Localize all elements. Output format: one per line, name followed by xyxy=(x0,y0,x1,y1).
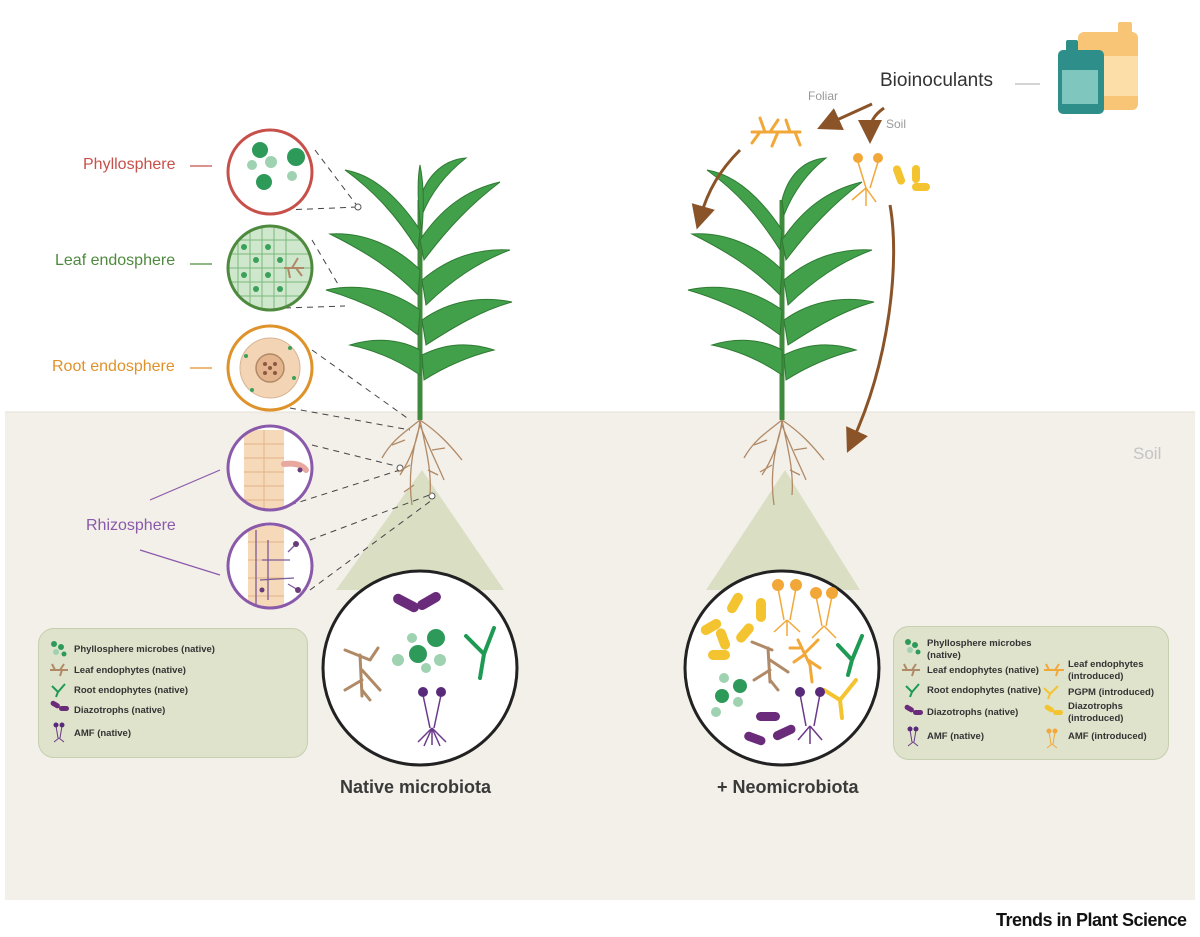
legend-neo-diazotrophs-introduced: Diazotrophs xyxy=(1068,701,1123,712)
native-microbiota-zoom xyxy=(321,569,519,767)
soil-route-label: Soil xyxy=(886,117,907,131)
legend-neo-amf-introduced: AMF (introduced) xyxy=(1068,731,1147,742)
rhizosphere-label: Rhizosphere xyxy=(86,517,176,534)
native-microbiota-title: Native microbiota xyxy=(340,777,492,797)
root-endosphere-label: Root endosphere xyxy=(52,358,175,375)
legend-native-root-endophytes: Root endophytes (native) xyxy=(74,685,189,696)
rhizosphere-circle-2 xyxy=(226,522,314,610)
soil-inoculant xyxy=(851,153,930,206)
bioinoculant-jugs xyxy=(1058,22,1138,114)
zoom-cone-native xyxy=(336,470,504,590)
legend-neo-leaf-endophytes-introduced: Leaf endophytes xyxy=(1068,659,1144,670)
phyllosphere-label: Phyllosphere xyxy=(83,156,176,173)
native-plant xyxy=(325,157,513,506)
leaf-endosphere-label: Leaf endosphere xyxy=(55,252,176,269)
journal-name: Trends in Plant Science xyxy=(996,910,1187,930)
legend-neo-amf: AMF (native) xyxy=(927,731,984,742)
root-endosphere-circle xyxy=(226,324,314,412)
legend-neo-diazotrophs-introduced-sub: (introduced) xyxy=(1068,713,1124,724)
foliar-inoculant xyxy=(750,116,802,148)
legend-neo-diazotrophs: Diazotrophs (native) xyxy=(927,707,1019,718)
neomicrobiota-title: + Neomicrobiota xyxy=(717,777,859,797)
legend-native-amf: AMF (native) xyxy=(74,728,131,739)
neo-plant xyxy=(687,157,875,506)
foliar-label: Foliar xyxy=(808,89,839,103)
legend-neo-phyllosphere-native: (native) xyxy=(927,650,961,661)
dashed-connectors xyxy=(284,149,433,591)
legend-neo-leaf-endophytes-introduced-sub: (introduced) xyxy=(1068,671,1124,682)
neomicrobiota-zoom xyxy=(683,569,881,767)
bioinoculants-label: Bioinoculants xyxy=(880,70,994,91)
legend-native-diazotrophs: Diazotrophs (native) xyxy=(74,705,166,716)
soil-label: Soil xyxy=(1133,444,1162,463)
legend-neo-root-endophytes: Root endophytes (native) xyxy=(927,685,1042,696)
legend-native-phyllosphere: Phyllosphere microbes (native) xyxy=(74,644,215,655)
legend-neo-icons xyxy=(902,639,1064,749)
leaf-endosphere-circle xyxy=(226,224,314,312)
legend-neo-phyllosphere: Phyllosphere microbes xyxy=(927,638,1032,649)
phyllosphere-circle xyxy=(226,128,314,216)
rhizosphere-circle-1 xyxy=(226,424,314,512)
legend-native-leaf-endophytes: Leaf endophytes (native) xyxy=(74,665,186,676)
legend-native-icons xyxy=(50,641,69,743)
legend-neo-pgpm: PGPM (introduced) xyxy=(1068,687,1155,698)
zone-leader-lines xyxy=(139,165,221,576)
legend-neo xyxy=(893,626,1169,760)
legend-native xyxy=(38,628,308,758)
inoculation-arrows xyxy=(691,102,896,453)
legend-neo-leaf-endophytes: Leaf endophytes (native) xyxy=(927,665,1039,676)
zoom-cone-neo xyxy=(706,470,860,590)
